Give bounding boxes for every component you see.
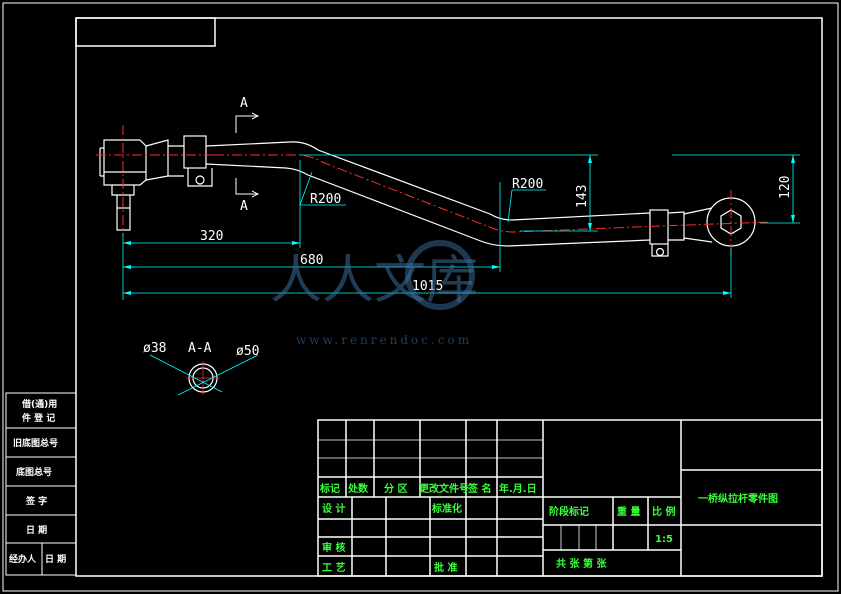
tb-header-sign: 签 名 bbox=[467, 482, 491, 495]
dim-143: 143 bbox=[575, 185, 590, 208]
side-row-6: 日 期 bbox=[26, 524, 47, 536]
tb-header-mark: 标记 bbox=[319, 482, 340, 495]
side-row-7: 经办人 bbox=[9, 553, 37, 565]
section-aa-view bbox=[149, 354, 259, 396]
watermark-url: www.renrendoc.com bbox=[296, 333, 472, 347]
watermark-logo bbox=[405, 240, 475, 310]
centerlines bbox=[96, 125, 771, 256]
tb-approve: 批 准 bbox=[434, 561, 457, 574]
part-name: 一桥纵拉杆零件图 bbox=[698, 492, 778, 505]
tb-sheet-info: 共 张 第 张 bbox=[556, 557, 607, 570]
top-left-code-box bbox=[75, 17, 216, 47]
tb-standard: 标准化 bbox=[431, 502, 462, 515]
tb-process: 工 艺 bbox=[322, 561, 345, 574]
tb-header-date: 年.月.日 bbox=[499, 482, 537, 495]
title-block bbox=[317, 419, 823, 577]
side-table bbox=[5, 392, 77, 576]
dim-r200-left: R200 bbox=[310, 192, 341, 207]
tb-stage-mark: 阶段标记 bbox=[549, 505, 589, 518]
watermark-text: 人人文库 bbox=[270, 251, 478, 311]
dim-320: 320 bbox=[200, 229, 223, 244]
side-row-8: 日 期 bbox=[45, 553, 66, 565]
side-row-4: 底图总号 bbox=[16, 466, 52, 478]
section-mark-bottom: A bbox=[240, 199, 248, 214]
section-mark-top: A bbox=[240, 96, 248, 111]
dimension-lines bbox=[122, 154, 800, 300]
tie-rod-part bbox=[99, 135, 756, 257]
side-row-3: 旧底图总号 bbox=[13, 437, 58, 449]
dim-120: 120 bbox=[778, 176, 793, 199]
tb-scale-value: 1:5 bbox=[655, 534, 673, 545]
dimension-arrows bbox=[123, 155, 795, 295]
dim-dia38: ø38 bbox=[143, 341, 166, 356]
tb-header-zone: 分 区 bbox=[384, 482, 407, 495]
side-row-5: 签 字 bbox=[25, 495, 47, 507]
tb-header-change-doc: 更改文件号 bbox=[419, 482, 469, 495]
dim-dia50: ø50 bbox=[236, 344, 259, 359]
tb-weight: 重 量 bbox=[617, 505, 640, 518]
dim-680: 680 bbox=[300, 253, 323, 268]
section-markers bbox=[235, 112, 260, 198]
dim-1015: 1015 bbox=[412, 279, 443, 294]
dim-r200-right: R200 bbox=[512, 177, 543, 192]
side-row-2: 件 登 记 bbox=[22, 412, 55, 424]
tb-scale-label: 比 例 bbox=[652, 505, 675, 518]
tb-design: 设 计 bbox=[322, 502, 345, 515]
tb-header-count: 处数 bbox=[347, 482, 369, 495]
section-view-label: A-A bbox=[188, 341, 212, 356]
tb-review: 审 核 bbox=[322, 541, 345, 554]
side-row-1: 借(通)用 bbox=[21, 398, 57, 410]
